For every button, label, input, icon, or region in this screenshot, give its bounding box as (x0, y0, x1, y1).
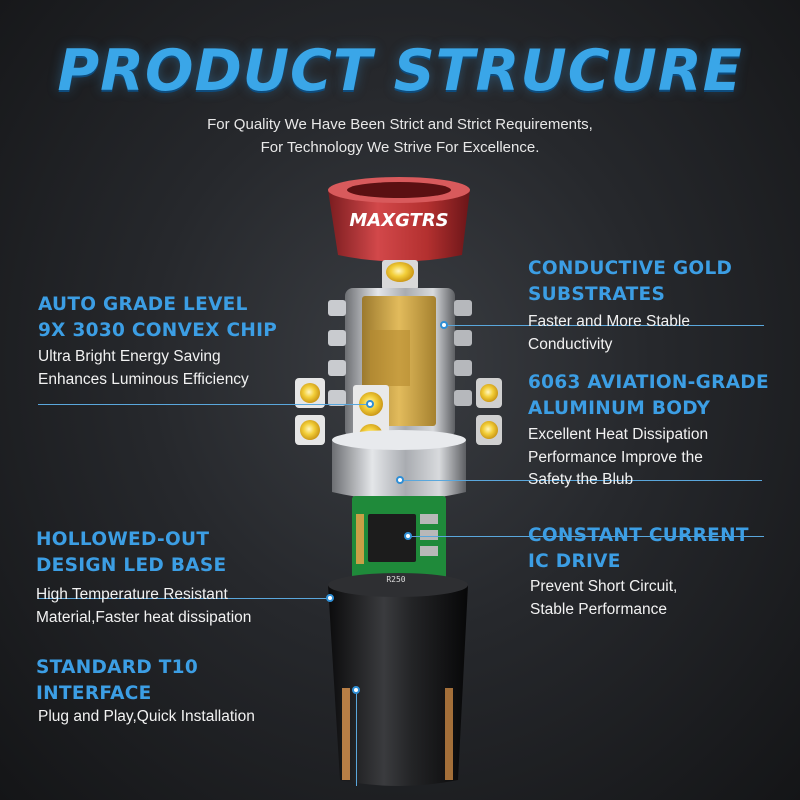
leader-line-ic (408, 536, 764, 537)
leader-line-chip (38, 404, 370, 405)
page-title: PRODUCT STRUCURE (57, 38, 743, 104)
pointer-dot-gold (440, 321, 448, 329)
feature-heading-base: HOLLOWED-OUT DESIGN LED BASE (36, 529, 227, 576)
leader-line-base (38, 598, 330, 599)
feature-heading-aluminum: 6063 AVIATION-GRADE ALUMINUM BODY (528, 372, 769, 419)
pcb-driver-board (352, 496, 446, 588)
feature-desc-interface: Plug and Play,Quick Installation (38, 708, 255, 725)
leader-line-gold (444, 325, 764, 326)
subtitle-line-1: For Quality We Have Been Strict and Stri… (207, 116, 593, 133)
feature-desc-base: High Temperature Resistant Material,Fast… (36, 586, 252, 626)
feature-heading-chip: AUTO GRADE LEVEL 9X 3030 CONVEX CHIP (38, 294, 278, 341)
feature-desc-aluminum: Excellent Heat Dissipation Performance I… (528, 426, 709, 488)
pointer-dot-ic (404, 532, 412, 540)
subtitle: For Quality We Have Been Strict and Stri… (0, 113, 800, 159)
brand-logo-text: MAXGTRS (349, 210, 449, 231)
pointer-dot-aluminum (396, 476, 404, 484)
feature-desc-chip: Ultra Bright Energy Saving Enhances Lumi… (38, 348, 249, 388)
leader-line-interface (356, 690, 357, 786)
top-led-chip (382, 260, 418, 290)
feature-heading-interface: STANDARD T10 INTERFACE (36, 657, 198, 704)
aluminum-heatsink-body (328, 288, 472, 438)
red-lens-cap (328, 177, 470, 262)
feature-desc-ic: Prevent Short Circuit, Stable Performanc… (530, 578, 678, 618)
black-t10-base (328, 573, 468, 786)
leader-line-aluminum (400, 480, 762, 481)
feature-heading-gold: CONDUCTIVE GOLD SUBSTRATES (528, 258, 733, 305)
pointer-dot-interface (352, 686, 360, 694)
chip-label: R250 (386, 575, 406, 584)
feature-heading-ic: CONSTANT CURRENT IC DRIVE (528, 525, 749, 572)
pointer-dot-chip (366, 400, 374, 408)
feature-desc-gold: Faster and More Stable Conductivity (528, 313, 690, 353)
lower-aluminum-ring (332, 430, 466, 500)
side-led-chips (295, 378, 502, 449)
subtitle-line-2: For Technology We Strive For Excellence. (260, 139, 540, 156)
pointer-dot-base (326, 594, 334, 602)
